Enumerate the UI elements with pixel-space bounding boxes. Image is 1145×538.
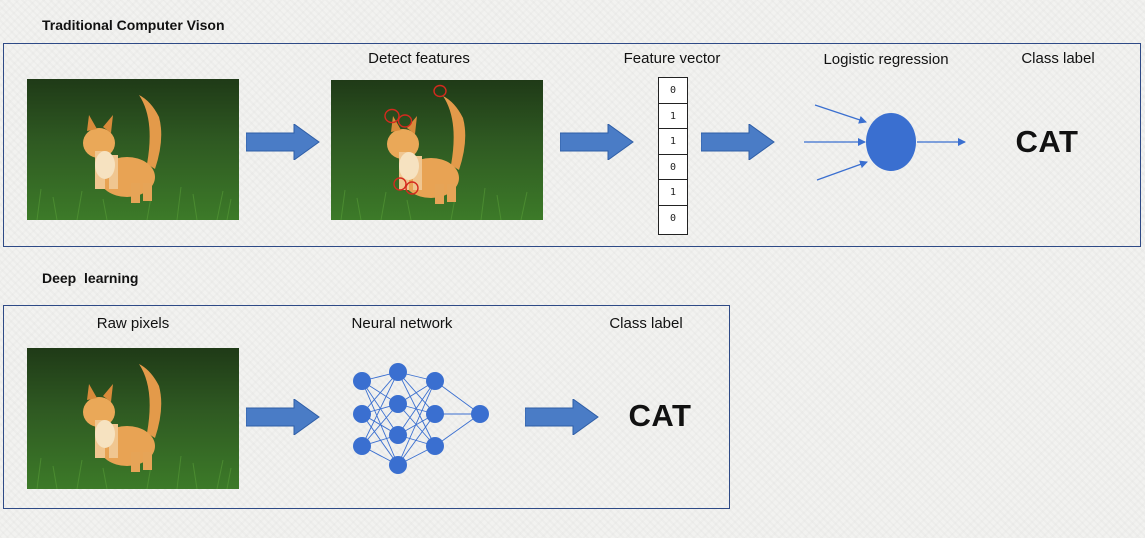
feature-markers <box>384 84 447 195</box>
caption-raw-pixels: Raw pixels <box>96 315 170 332</box>
network-node <box>353 372 371 390</box>
network-node <box>471 405 489 423</box>
feature-vector-cell: 1 <box>659 180 687 206</box>
network-connection <box>361 380 399 466</box>
cat-photo-raw-pixels <box>27 348 239 489</box>
feature-vector: 0 1 1 0 1 0 <box>658 77 688 235</box>
traditional-section-title: Traditional Computer Vison <box>42 17 225 33</box>
output-class-label: CAT <box>628 398 692 433</box>
deep-pipeline-panel <box>3 305 730 509</box>
arrow-right-icon <box>246 399 320 435</box>
feature-vector-cell: 1 <box>659 104 687 129</box>
network-connection <box>397 413 436 466</box>
caption-detect-features: Detect features <box>368 50 470 67</box>
caption-class-label: Class label <box>1021 50 1095 67</box>
feature-vector-cell: 0 <box>669 212 677 224</box>
network-connection <box>434 413 481 447</box>
network-node <box>426 372 444 390</box>
cat-photo-input <box>27 79 239 220</box>
caption-feature-vector: Feature vector <box>623 50 721 67</box>
arrow-right-icon <box>701 124 775 160</box>
caption-logistic-regression: Logistic regression <box>823 51 949 68</box>
cat-photo-graphic <box>27 348 239 489</box>
neural-network-diagram <box>353 363 489 474</box>
network-node <box>353 437 371 455</box>
feature-vector-cell: 0 <box>659 155 687 180</box>
network-node <box>426 437 444 455</box>
network-connection <box>397 380 436 466</box>
cat-photo-graphic <box>331 80 543 220</box>
cat-photo-graphic <box>27 79 239 220</box>
network-connection <box>361 413 399 466</box>
input-arrow-bottom <box>816 160 868 181</box>
network-node <box>389 426 407 444</box>
feature-vector-cell: 0 <box>659 78 687 104</box>
network-connection <box>434 380 481 415</box>
network-node <box>426 405 444 423</box>
network-node <box>353 405 371 423</box>
logistic-regression-unit <box>804 104 966 181</box>
network-connection <box>361 403 399 447</box>
traditional-pipeline-panel <box>3 43 1141 247</box>
neuron-node <box>866 113 916 171</box>
network-connection <box>361 371 399 415</box>
input-arrow-top <box>814 104 867 124</box>
cat-photo-detected-features <box>331 80 543 220</box>
network-connection <box>397 380 436 436</box>
caption-neural-network: Neural network <box>351 315 453 332</box>
deep-section-title: Deep learning <box>42 270 139 286</box>
network-node <box>389 395 407 413</box>
network-node <box>389 456 407 474</box>
caption-class-label: Class label <box>609 315 683 332</box>
arrow-right-icon <box>560 124 634 160</box>
output-class-label: CAT <box>1015 124 1079 159</box>
network-node <box>389 363 407 381</box>
feature-vector-cell: 1 <box>659 129 687 155</box>
network-connection <box>361 371 399 447</box>
arrow-right-icon <box>525 399 599 435</box>
arrow-right-icon <box>246 124 320 160</box>
